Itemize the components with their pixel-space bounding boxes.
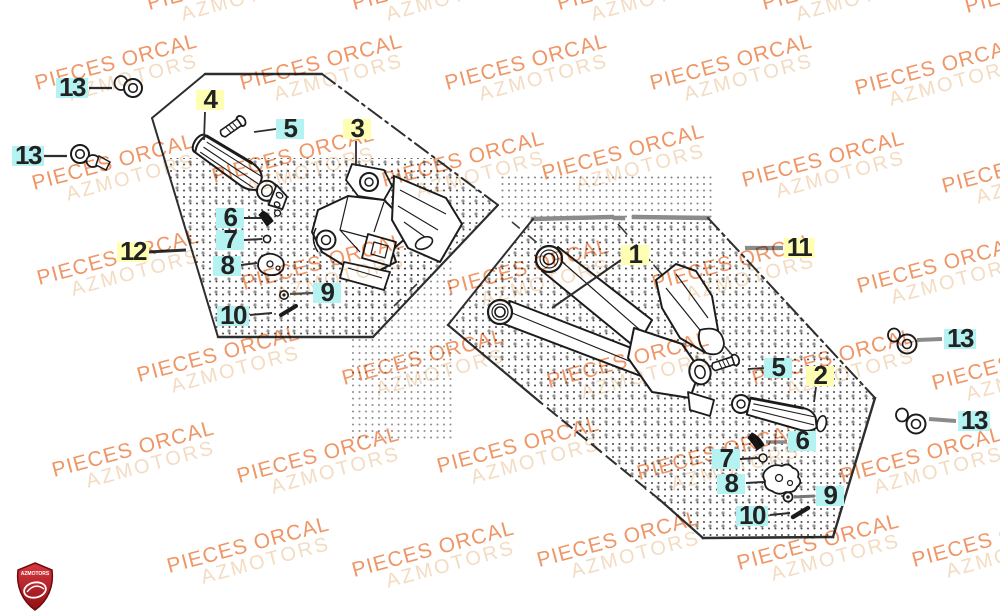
part-8-clamp-left bbox=[257, 252, 285, 277]
leader-9-right bbox=[793, 494, 816, 499]
callout-4: 4 bbox=[196, 86, 224, 112]
leader-12 bbox=[147, 248, 187, 254]
leader-4 bbox=[203, 111, 206, 141]
callout-6-left: 6 bbox=[216, 204, 244, 230]
leader-2 bbox=[813, 386, 817, 403]
part-13-bolt-right-2 bbox=[895, 407, 927, 435]
part-5-bolt-left bbox=[219, 115, 247, 138]
callout-10-right: 10 bbox=[736, 502, 768, 528]
callout-12: 12 bbox=[117, 238, 149, 264]
callout-8-left: 8 bbox=[213, 252, 241, 278]
leader-13-right-2 bbox=[928, 417, 957, 423]
leader-7-right bbox=[739, 457, 760, 460]
callout-7-right: 7 bbox=[712, 445, 740, 471]
part-13-bolt-top-left-1 bbox=[113, 75, 143, 98]
leader-9-left bbox=[289, 291, 314, 296]
part-13-bolt-top-left-2 bbox=[70, 144, 111, 172]
logo-emblem-swoosh bbox=[26, 585, 45, 593]
leader-8-right bbox=[745, 481, 765, 484]
callout-3: 3 bbox=[343, 115, 371, 141]
boundary-right-assembly bbox=[446, 214, 877, 540]
callout-5-left: 5 bbox=[276, 115, 304, 141]
callout-6-right: 6 bbox=[788, 427, 816, 453]
leader-1 bbox=[551, 259, 622, 309]
part-1-footrest-hanger-right bbox=[486, 244, 725, 417]
callout-10-left: 10 bbox=[217, 302, 249, 328]
part-7-washer-left bbox=[262, 234, 272, 244]
leader-8-left bbox=[240, 262, 258, 266]
callout-7-left: 7 bbox=[216, 226, 244, 252]
callout-2: 2 bbox=[806, 362, 834, 388]
part-3-bracket-left bbox=[311, 163, 463, 291]
leader-lines bbox=[44, 86, 957, 516]
part-6-pin-right bbox=[747, 432, 765, 451]
part-8-clamp-right bbox=[762, 463, 802, 495]
part-2-footpeg-right bbox=[731, 394, 828, 433]
part-4-footpeg-left bbox=[191, 133, 288, 217]
leader-13-right-1 bbox=[916, 337, 943, 342]
callout-1: 1 bbox=[621, 241, 649, 267]
callout-11: 11 bbox=[783, 234, 815, 260]
leader-5-left bbox=[253, 128, 277, 133]
logo-emblem-oval bbox=[23, 581, 47, 599]
callout-13-right-2: 13 bbox=[958, 407, 990, 433]
callout-8-right: 8 bbox=[717, 470, 745, 496]
part-10-pin-right bbox=[790, 505, 811, 520]
part-13-bolt-right-1 bbox=[887, 327, 918, 355]
callout-5-right: 5 bbox=[764, 354, 792, 380]
part-9-ball-left bbox=[278, 289, 289, 300]
callout-9-left: 9 bbox=[313, 279, 341, 305]
part-5-bolt-right bbox=[711, 353, 741, 372]
leader-7-left bbox=[243, 238, 263, 241]
callout-13-top-left-1: 13 bbox=[56, 74, 88, 100]
callout-13-top-left-2: 13 bbox=[12, 142, 44, 168]
leader-10-left bbox=[249, 312, 273, 316]
callout-9-right: 9 bbox=[816, 482, 844, 508]
leader-10-right bbox=[769, 512, 791, 516]
logo-text: AZMOTORS bbox=[21, 571, 50, 577]
part-10-pin-left bbox=[279, 304, 298, 317]
callout-13-right-1: 13 bbox=[944, 325, 976, 351]
leader-5-right bbox=[747, 367, 765, 370]
boundary-left-assembly bbox=[151, 72, 500, 339]
part-9-ball-right bbox=[782, 491, 794, 503]
part-6-pin-left bbox=[258, 210, 274, 227]
azmotors-logo: AZMOTORS bbox=[16, 562, 54, 611]
